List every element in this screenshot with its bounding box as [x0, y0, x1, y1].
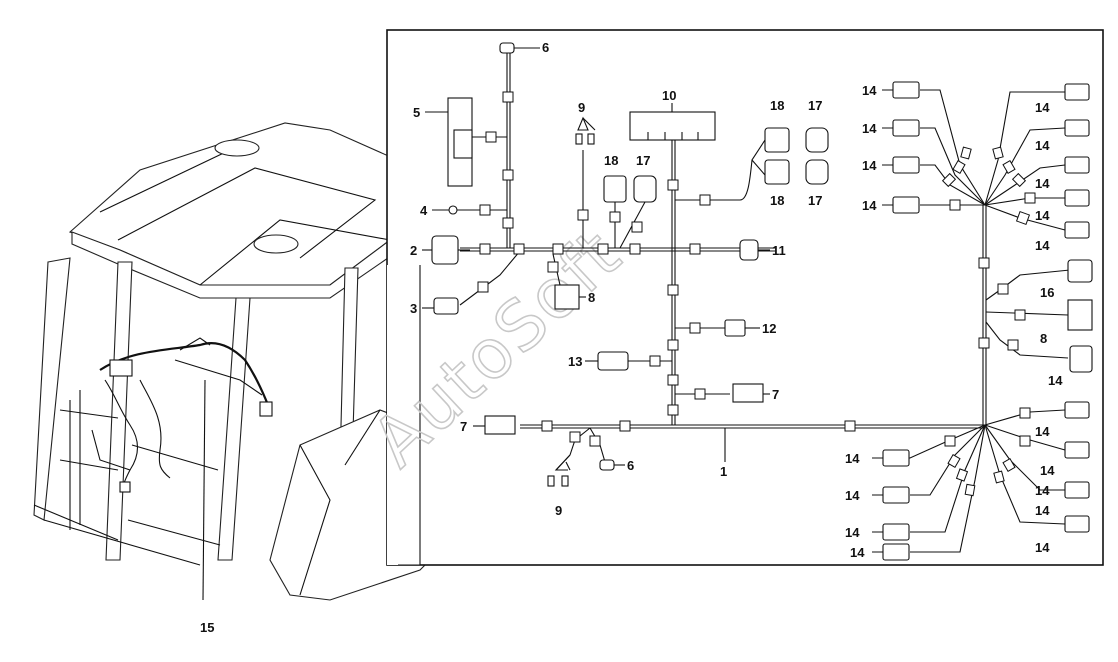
callout-15: 16	[1040, 285, 1054, 300]
callout-1-detail: 1	[720, 464, 727, 479]
callout-3: 3	[410, 301, 417, 316]
callout-13: 13	[568, 354, 582, 369]
callout-14-lower-right-4: 14	[1035, 540, 1050, 555]
callout-6-bot: 6	[627, 458, 634, 473]
callout-14-lower-left-3: 14	[845, 525, 860, 540]
callout-14-upper-right-5: 14	[1035, 238, 1050, 253]
callout-14-lower-right-3: 14	[1035, 503, 1050, 518]
callout-18-top: 18	[770, 98, 784, 113]
callout-14-lower-left-2: 14	[845, 488, 860, 503]
callout-8-mid: 8	[588, 290, 595, 305]
callout-10: 10	[662, 88, 676, 103]
callout-9-top: 9	[578, 100, 585, 115]
callout-14-lower-right-1: 14	[1035, 424, 1050, 439]
callout-12: 12	[762, 321, 776, 336]
detail-frame	[386, 29, 1104, 566]
callout-4: 4	[420, 203, 428, 218]
callout-18-bot: 18	[770, 193, 784, 208]
callout-17-mid: 17	[636, 153, 650, 168]
callout-14-upper-left-1: 14	[862, 83, 877, 98]
callout-1-cab: 15	[200, 620, 214, 635]
callout-9-bot: 9	[555, 503, 562, 518]
callout-14-upper-left-2: 14	[862, 121, 877, 136]
callout-7-left: 7	[460, 419, 467, 434]
harness-detail: 6 5 4 2 3	[410, 40, 1093, 561]
callout-17-bot: 17	[808, 193, 822, 208]
callout-11: 11	[772, 243, 786, 258]
callout-16: 8	[1040, 331, 1047, 346]
callout-18-mid: 18	[604, 153, 618, 168]
callout-14-upper-right-1: 14	[1035, 100, 1050, 115]
callout-14-upper-right-3: 14	[1035, 176, 1050, 191]
callout-14-upper-left-3: 14	[862, 158, 877, 173]
callout-14-upper-left-4: 14	[862, 198, 877, 213]
callout-7-right: 7	[772, 387, 779, 402]
callout-14-lower-left-4: 14	[850, 545, 865, 560]
callout-14-upper-right-4: 14	[1035, 208, 1050, 223]
callout-14-lower-left-1: 14	[845, 451, 860, 466]
callout-17-top: 17	[808, 98, 822, 113]
callout-8-right: 14	[1048, 373, 1063, 388]
callout-14-lower-right-2: 14	[1040, 463, 1055, 478]
callout-14-upper-right-2: 14	[1035, 138, 1050, 153]
callout-5: 5	[413, 105, 420, 120]
callout-6-top: 6	[542, 40, 549, 55]
callout-14-lower-right-5: 14	[1035, 483, 1050, 498]
callout-2: 2	[410, 243, 417, 258]
